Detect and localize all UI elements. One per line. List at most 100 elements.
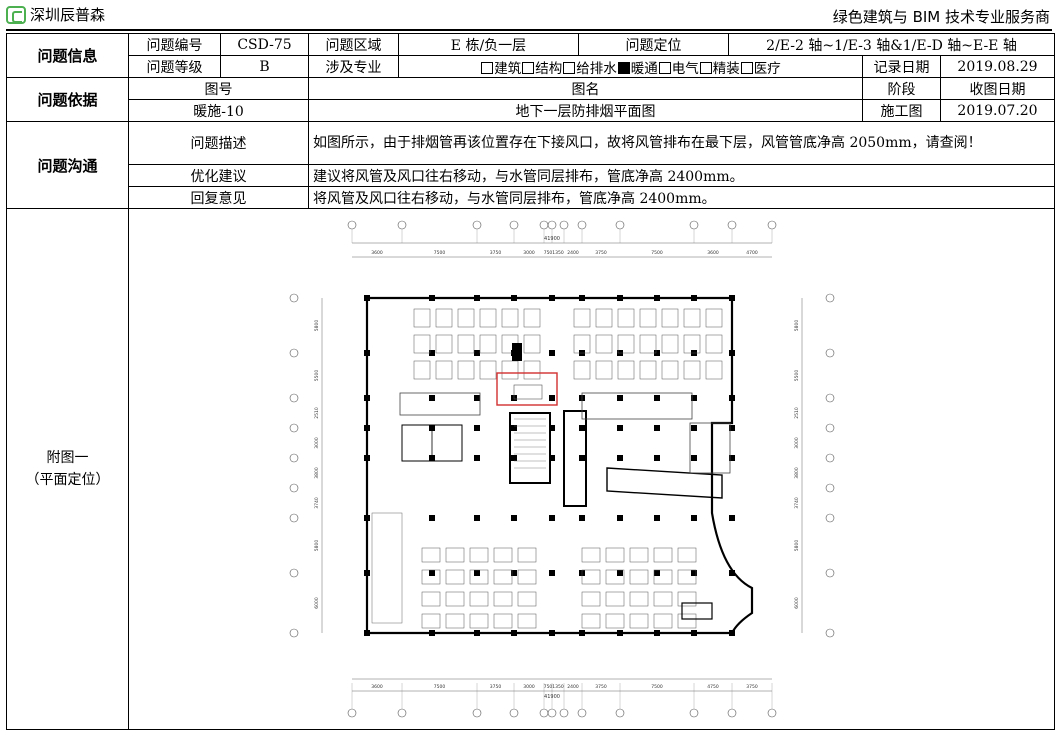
service-counter (581, 392, 692, 420)
structural-column (690, 515, 697, 521)
axis-bubble (727, 220, 736, 230)
dining-table (605, 547, 624, 563)
axis-bubble (825, 293, 834, 303)
structural-column (728, 395, 735, 401)
top-dimension-label: 4700 (746, 250, 758, 256)
dining-table (677, 569, 696, 585)
dining-table (629, 569, 648, 585)
right-dimension-label: 5800 (794, 540, 800, 552)
structural-column (548, 395, 555, 401)
discipline-checklist: 建筑结构给排水暖通电气精装医疗 (398, 55, 863, 78)
structural-column (690, 395, 697, 401)
section-communication: 问题沟通 (6, 121, 129, 209)
dining-table (629, 613, 648, 629)
structural-column (473, 515, 480, 521)
bottom-dimension-label: 3600 (371, 684, 383, 690)
dining-table (677, 591, 696, 607)
axis-bubble (767, 220, 776, 230)
axis-bubble (615, 708, 624, 718)
structural-column (578, 425, 585, 431)
dining-table (653, 569, 672, 585)
discipline-item-decoration: 精装 (699, 61, 740, 77)
stage-label: 阶段 (862, 77, 941, 100)
structural-column (510, 295, 517, 301)
structural-column (428, 570, 435, 576)
structural-column (510, 515, 517, 521)
structural-column (653, 630, 660, 636)
dining-table (617, 334, 634, 354)
dining-table (517, 591, 536, 607)
area-label: 问题区域 (308, 33, 399, 56)
dining-table (445, 547, 464, 563)
structural-column (363, 455, 370, 461)
dining-table (469, 569, 488, 585)
left-dimension-label: 5800 (314, 540, 320, 552)
dining-table (493, 547, 512, 563)
structural-column (653, 295, 660, 301)
dining-table (639, 308, 656, 328)
axis-bubble (825, 423, 834, 433)
top-dimension-label: 3750 (595, 250, 607, 256)
bottom-dimension-label: 3750 (595, 684, 607, 690)
axis-bubble (547, 708, 556, 718)
dining-table (581, 613, 600, 629)
ramp-counter (605, 467, 723, 499)
checked-checkbox-icon (617, 61, 630, 74)
dining-table (421, 613, 440, 629)
right-dimension-label: 3740 (794, 497, 800, 509)
dining-table (653, 591, 672, 607)
company-logo: 深圳辰普森 (6, 4, 105, 25)
dining-table (501, 360, 518, 380)
dining-table (629, 547, 648, 563)
checkbox-icon (563, 61, 576, 74)
structural-column (428, 295, 435, 301)
dining-table (683, 360, 700, 380)
structural-column (473, 570, 480, 576)
axis-bubble (472, 708, 481, 718)
dining-table (517, 613, 536, 629)
dining-table (493, 591, 512, 607)
top-dimension-label: 3600 (707, 250, 719, 256)
dining-table (469, 547, 488, 563)
attachment-subtitle: （平面定位） (25, 472, 110, 488)
dining-table (493, 569, 512, 585)
structural-column (473, 425, 480, 431)
axis-bubble (509, 220, 518, 230)
axis-bubble (825, 348, 834, 358)
structural-column (728, 425, 735, 431)
exit-box (680, 602, 713, 620)
suggestion-text: 建议将风管及风口往右移动，与水管同层排布，管底净高 2400mm。 (307, 164, 1056, 187)
attachment-label: 附图一 （平面定位） (6, 208, 129, 730)
dining-table (469, 613, 488, 629)
axis-bubble (767, 708, 776, 718)
right-dimension-label: 6000 (794, 597, 800, 609)
structural-column (728, 630, 735, 636)
structural-column (548, 350, 555, 356)
axis-bubble (825, 483, 834, 493)
bottom-dimension-label: 7500 (433, 684, 445, 690)
discipline-label: 涉及专业 (308, 55, 399, 78)
dining-table (617, 308, 634, 328)
dining-table (517, 547, 536, 563)
bottom-dimension-label: 1350 (552, 684, 564, 690)
left-dimension-label: 3740 (314, 497, 320, 509)
total-dimension-top: 41900 (544, 236, 560, 242)
axis-bubble (289, 423, 298, 433)
discipline-item-building: 建筑 (480, 61, 521, 77)
bottom-dimension-label: 4750 (707, 684, 719, 690)
axis-bubble (289, 293, 298, 303)
axis-bubble (825, 453, 834, 463)
dining-table (595, 308, 612, 328)
receive-date-label: 收图日期 (939, 77, 1056, 100)
axis-bubble (825, 628, 834, 638)
structural-column (548, 630, 555, 636)
dining-table (523, 360, 540, 380)
structural-column (653, 455, 660, 461)
axis-bubble (289, 348, 298, 358)
right-dimension-label: 3000 (794, 437, 800, 449)
company-name: 深圳辰普森 (30, 6, 106, 24)
structural-column (428, 515, 435, 521)
dining-table (523, 308, 540, 328)
structural-column (690, 570, 697, 576)
left-dimension-label: 5800 (314, 320, 320, 332)
